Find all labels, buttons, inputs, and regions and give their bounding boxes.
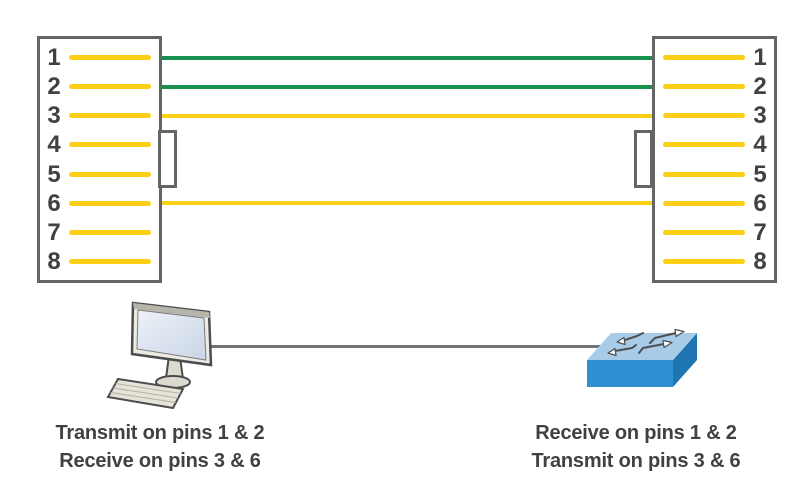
pin-number: 6 [47,189,61,217]
pin-row: 4 [655,131,774,158]
pin-row: 6 [655,190,774,217]
pin-row: 5 [655,161,774,188]
pin-number: 8 [47,247,61,275]
pin-number: 6 [753,189,767,217]
pin-contact [663,113,745,119]
switch-caption: Receive on pins 1 & 2 Transmit on pins 3… [505,419,767,475]
computer-icon [106,301,213,410]
computer-caption: Transmit on pins 1 & 2 Receive on pins 3… [29,419,291,475]
pin-number: 5 [753,160,767,188]
wire-pin6-yellow [160,201,654,206]
pin-contact [663,142,745,148]
pin-contact [69,55,151,60]
wire-pin1-green [160,55,654,60]
pin-row: 1 [40,44,159,71]
switch-caption-line2: Transmit on pins 3 & 6 [531,450,741,472]
ethernet-cable-line [209,345,604,348]
pin-number: 1 [753,44,767,71]
pin-number: 4 [47,131,61,159]
pin-contact [69,171,151,177]
pin-contact [663,258,745,264]
pin-row: 7 [40,219,159,246]
computer-caption-line1: Transmit on pins 1 & 2 [55,422,265,444]
pin-number: 7 [47,218,61,246]
pin-row: 3 [40,102,159,129]
pin-row: 1 [655,44,774,71]
pin-row: 3 [655,102,774,129]
pin-contact [663,171,745,177]
pin-number: 3 [753,102,767,130]
pin-number: 4 [753,131,767,159]
pin-number: 8 [753,247,767,275]
pin-contact [69,142,151,148]
pin-row: 5 [40,161,159,188]
pin-number: 3 [47,102,61,130]
rj45-connector-left: 1 2 3 4 5 6 7 8 [37,36,162,283]
pin-contact [663,84,745,90]
pin-contact [663,229,745,235]
connector-clip-tab-right [634,130,653,188]
pin-row: 7 [655,219,774,246]
pin-contact [69,84,151,90]
pin-row: 2 [655,73,774,100]
pin-number: 5 [47,160,61,188]
pin-number: 1 [47,44,61,71]
wire-pin3-yellow [160,113,654,118]
pin-contact [69,229,151,235]
pin-contact [69,113,151,119]
pin-row: 8 [655,248,774,275]
pin-row: 4 [40,131,159,158]
pin-number: 2 [753,73,767,101]
pin-row: 2 [40,73,159,100]
pin-contact [69,200,151,206]
switch-caption-line1: Receive on pins 1 & 2 [535,422,737,444]
pin-row: 8 [40,248,159,275]
pin-contact [663,55,745,60]
pin-contact [69,258,151,264]
computer-caption-line2: Receive on pins 3 & 6 [59,450,261,472]
wire-pin2-green [160,84,654,89]
switch-icon [587,328,697,387]
pin-contact [663,200,745,206]
connector-clip-tab-left [158,130,177,188]
pin-number: 7 [753,218,767,246]
pin-number: 2 [47,73,61,101]
pin-row: 6 [40,190,159,217]
rj45-connector-right: 1 2 3 4 5 6 7 8 [652,36,777,283]
